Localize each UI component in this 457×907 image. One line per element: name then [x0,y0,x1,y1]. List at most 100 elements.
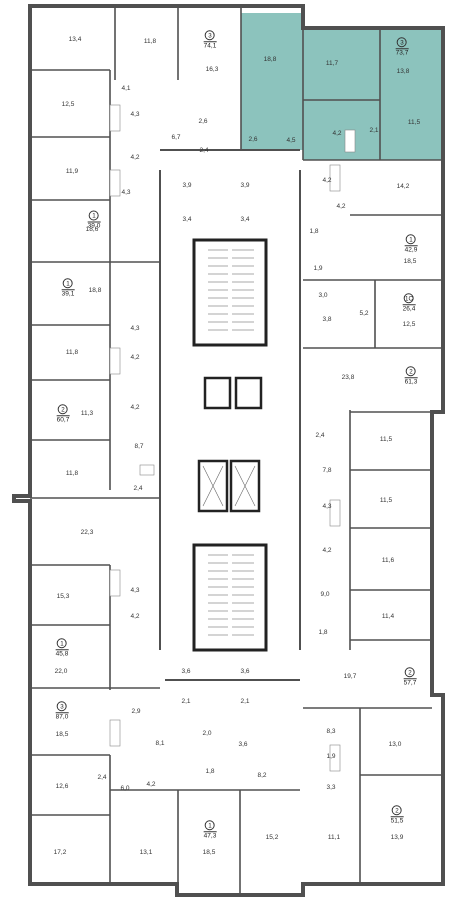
apartment-rooms: 2 [58,404,68,415]
room-area: 11,7 [325,59,339,67]
room-area: 18,8 [88,286,102,294]
apartment-badge[interactable]: 1 39,1 [61,278,75,298]
apartment-rooms: 2 [405,667,415,678]
apartment-rooms: 1 [89,210,99,221]
room-area: 2,4 [97,773,107,781]
room-area: 11,1 [327,833,341,841]
room-area: 2,1 [369,126,379,134]
room-area: 4,2 [130,153,140,161]
room-area: 12,5 [61,100,75,108]
room-area: 13,0 [388,740,402,748]
room-area: 11,9 [65,167,79,175]
room-area: 19,7 [343,672,357,680]
apartment-badge[interactable]: 2 60,7 [56,404,70,424]
room-area: 15,3 [56,592,70,600]
room-area: 4,2 [146,780,156,788]
room-area: 13,9 [390,833,404,841]
room-area: 2,1 [240,697,250,705]
apartment-area: 60,7 [56,415,70,424]
room-area: 1,9 [326,752,336,760]
room-area: 18,5 [55,730,69,738]
room-area: 4,1 [121,84,131,92]
apartment-badge[interactable]: 3 87,0 [55,701,69,721]
room-area: 4,2 [322,546,332,554]
room-area: 22,0 [54,667,68,675]
room-area: 4,2 [322,176,332,184]
room-area: 11,8 [65,348,79,356]
room-area: 15,2 [265,833,279,841]
apartment-area: 26,4 [402,304,416,313]
apartment-badge[interactable]: 1 42,9 [404,234,418,254]
corridor-walls [159,149,301,681]
room-area: 23,8 [341,373,355,381]
room-area: 11,6 [381,556,395,564]
room-area: 3,9 [182,181,192,189]
apartment-rooms: 2 [392,805,402,816]
room-area: 4,3 [130,324,140,332]
apartment-badge[interactable]: 1С 26,4 [402,293,416,313]
room-area: 17,2 [53,848,67,856]
apartment-badge[interactable]: 2 51,5 [390,805,404,825]
building-outline [12,4,445,897]
room-area: 18,6 [85,225,99,233]
room-area: 4,3 [130,110,140,118]
room-area: 3,0 [318,291,328,299]
room-area: 2,9 [131,707,141,715]
room-area: 7,8 [322,466,332,474]
room-area: 2,4 [315,431,325,439]
room-area: 4,5 [286,136,296,144]
apartment-area: 47,3 [203,831,217,840]
room-area: 16,3 [205,65,219,73]
apartment-rooms: 1 [205,820,215,831]
apartment-rooms: 3 [57,701,67,712]
room-area: 4,2 [130,353,140,361]
left-apartment-walls [30,6,300,895]
right-apartment-walls [302,28,443,884]
apartment-badge-selected[interactable]: 3 73,7 [395,37,409,57]
room-area: 18,5 [403,257,417,265]
apartment-area: 39,0 [87,221,101,230]
room-area: 14,2 [396,182,410,190]
apartment-rooms: 1 [57,638,67,649]
apartment-badge[interactable]: 2 57,7 [403,667,417,687]
room-area: 1,8 [318,628,328,636]
apartment-badge[interactable]: 1 39,0 [87,210,101,231]
apartment-rooms: 1 [406,234,416,245]
apartment-area: 39,1 [61,289,75,298]
room-area: 8,2 [257,771,267,779]
apartment-badge[interactable]: 2 61,3 [404,366,418,386]
room-area: 11,5 [379,435,393,443]
elevators [197,376,263,513]
room-area: 4,3 [322,502,332,510]
room-area: 13,8 [396,67,410,75]
apartment-area: 74,1 [203,41,217,50]
room-area: 2,1 [181,697,191,705]
upper-stair [192,238,268,347]
room-area: 5,2 [359,309,369,317]
apartment-badge[interactable]: 1 45,8 [55,638,69,658]
lower-stair [192,543,268,652]
apartment-badge[interactable]: 3 74,1 [203,30,217,50]
room-area: 4,2 [332,129,342,137]
room-area: 12,6 [55,782,69,790]
apartment-area: 73,7 [395,48,409,57]
room-area: 2,0 [202,729,212,737]
apartment-area: 57,7 [403,678,417,687]
room-area: 3,4 [182,215,192,223]
room-area: 3,3 [326,783,336,791]
apartment-rooms: 2 [406,366,416,377]
room-area: 6,7 [171,133,181,141]
apartment-area: 87,0 [55,712,69,721]
room-area: 13,1 [139,848,153,856]
room-area: 12,5 [402,320,416,328]
room-area: 6,0 [120,784,130,792]
room-area: 18,8 [263,55,277,63]
apartment-area: 42,9 [404,245,418,254]
room-area: 11,5 [407,118,421,126]
room-area: 22,3 [80,528,94,536]
apartment-badge[interactable]: 1 47,3 [203,820,217,840]
highlighted-apartment[interactable] [241,13,443,160]
apartment-rooms: 1С [404,293,414,304]
apartment-rooms: 1 [63,278,73,289]
